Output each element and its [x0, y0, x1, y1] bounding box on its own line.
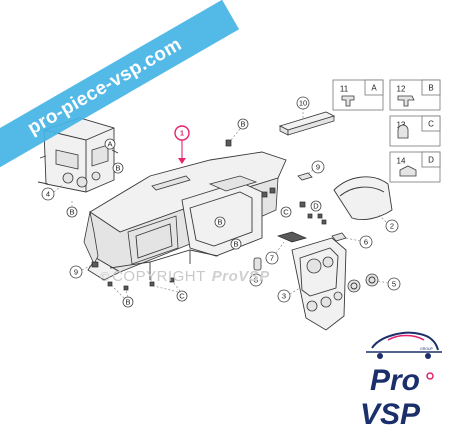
part-3-center-panel: 3 [277, 237, 347, 331]
nut-clip-icon [399, 165, 417, 177]
callout-2: 2 [390, 222, 394, 231]
callout-a-left: A [107, 140, 112, 149]
logo-text-top: Pro [370, 364, 420, 397]
bottom-fasteners: B C [107, 277, 188, 308]
callout-1: 1 [180, 129, 184, 138]
part-5-knobs: 5 [347, 273, 401, 293]
callout-5: 5 [392, 280, 396, 289]
plug-icon [397, 124, 409, 139]
callout-b-console: B [217, 218, 222, 227]
copyright-watermark: ©COPYRIGHT ProVSP [100, 268, 270, 285]
callout-c-bottom: C [179, 292, 185, 301]
part-9-left-clip: 9 [69, 261, 99, 279]
logo-text-bottom: VSP [360, 398, 421, 431]
copyright-brand: ProVSP [211, 268, 270, 285]
legend-number-11: 11 [340, 85, 349, 94]
callout-1-group: 1 [174, 125, 190, 164]
legend-letter-a: A [371, 84, 377, 93]
callout-3: 3 [282, 292, 286, 301]
callout-7: 7 [270, 254, 274, 263]
callout-8: 8 [254, 276, 258, 285]
legend-number-12: 12 [397, 85, 406, 94]
part-9-right-clip: 9 [297, 160, 325, 181]
callout-9-left: 9 [74, 268, 78, 277]
legend-number-14: 14 [397, 157, 406, 166]
callout-b-bottom: B [125, 298, 130, 307]
copyright-text: COPYRIGHT [112, 268, 206, 285]
callout-c-right: C [283, 208, 289, 217]
callout-9-right: 9 [316, 163, 320, 172]
dashboard-fasteners: B C B B [214, 118, 306, 250]
callout-b-center: B [233, 240, 238, 249]
copyright-symbol: © [100, 269, 111, 284]
legend-letter-c: C [428, 120, 434, 129]
part-7-mat: 7 [265, 231, 308, 265]
d-fasteners: D [307, 200, 327, 225]
part-4-heater-bracket: 4 A B B B [37, 117, 124, 218]
provsp-logo: GROUP Pro VSP [360, 331, 442, 431]
bolt-icon [341, 95, 355, 107]
callout-6: 6 [364, 238, 368, 247]
callout-b-left-1: B [115, 164, 120, 173]
legend-box-12: B 12 [389, 79, 441, 111]
legend-letter-d: D [428, 156, 434, 165]
legend-box-11: A 11 [332, 79, 384, 111]
clip-icon [397, 95, 415, 107]
callout-10: 10 [299, 99, 307, 108]
part-10-trim-strip: 10 [278, 96, 336, 136]
legend-box-13: C 13 [389, 115, 441, 147]
part-2-cluster-hood: 2 [333, 176, 399, 233]
legend-box-14: D 14 [389, 151, 441, 183]
callout-d: D [313, 202, 319, 211]
callout-4: 4 [46, 190, 50, 199]
part-6-switch: 6 [331, 232, 373, 249]
part-8-knob: 8 [249, 257, 263, 287]
callout-b-left-2: B [69, 208, 74, 217]
legend-letter-b: B [428, 84, 433, 93]
logo-small-text: GROUP [420, 347, 434, 351]
callout-b-top: B [240, 120, 245, 129]
logo-dot-icon [426, 372, 434, 380]
